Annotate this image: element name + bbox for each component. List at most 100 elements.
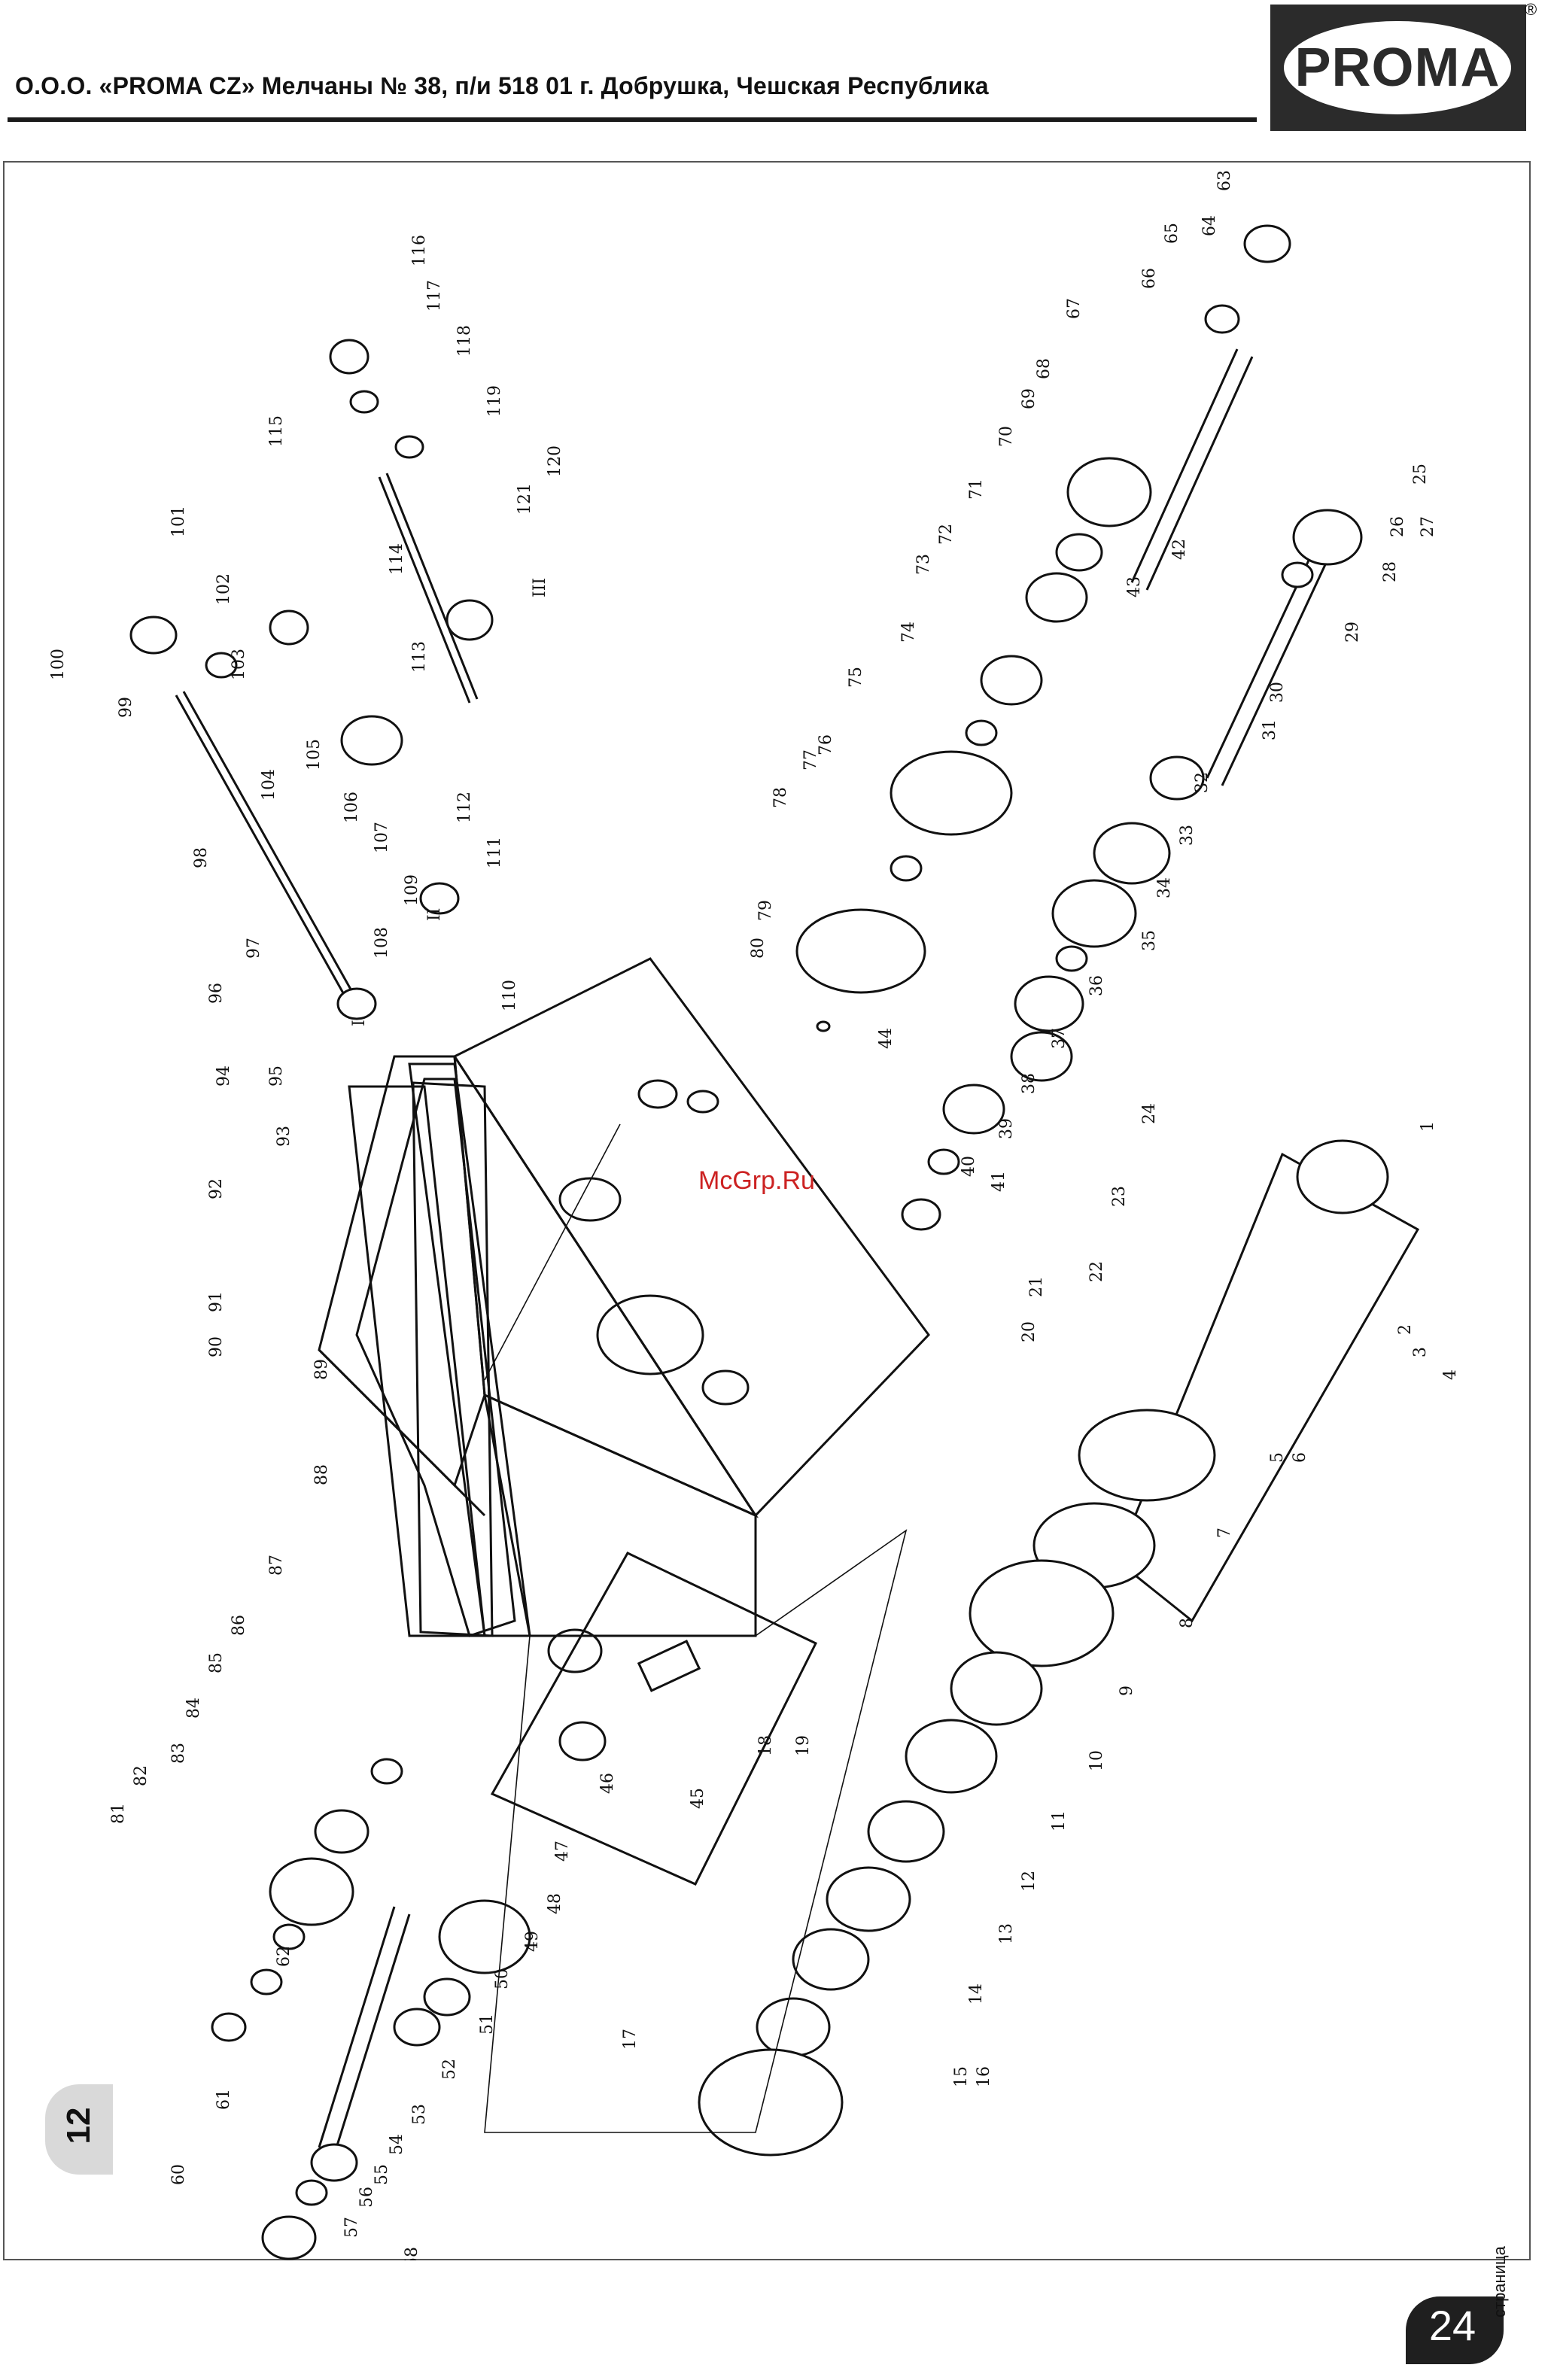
part-label: 35 (1140, 930, 1159, 951)
part-label: 48 (546, 1893, 564, 1914)
part-label: 115 (267, 415, 286, 447)
part-label: 112 (455, 792, 474, 823)
part-label: 116 (410, 235, 429, 266)
part-label: 95 (267, 1065, 286, 1087)
part-label: 91 (207, 1291, 226, 1312)
part-label: 78 (771, 787, 790, 808)
part-label: 82 (132, 1765, 151, 1786)
shaft-marker: III (531, 578, 549, 597)
part-label: 86 (230, 1615, 248, 1636)
part-label: 80 (749, 938, 768, 959)
part-label: 97 (245, 938, 263, 959)
part-label: 9 (1118, 1685, 1136, 1696)
part-label: 64 (1200, 215, 1219, 236)
proma-logo-ellipse: PROMA (1284, 21, 1511, 114)
page-word: страница (1490, 2246, 1509, 2318)
part-label: 25 (1411, 464, 1430, 485)
part-label: 32 (1193, 772, 1212, 793)
part-label: 104 (260, 769, 278, 801)
part-label: 24 (1140, 1103, 1159, 1124)
part-label: 81 (109, 1803, 128, 1824)
middle-shaft-assembly (901, 509, 1363, 1231)
part-label: 87 (267, 1555, 286, 1576)
part-label: 55 (373, 2164, 391, 2185)
part-label: 42 (1170, 539, 1189, 560)
part-label: 69 (1020, 388, 1039, 409)
part-label: 46 (598, 1773, 617, 1794)
part-label: 18 (756, 1735, 775, 1756)
part-label: 4 (1441, 1369, 1460, 1380)
part-label: 6 (1291, 1452, 1309, 1463)
shaft-marker: II (425, 908, 444, 921)
part-label: 26 (1388, 516, 1407, 537)
part-label: 13 (997, 1923, 1016, 1944)
part-label: 73 (914, 554, 933, 575)
part-label: 50 (493, 1968, 512, 1989)
part-label: 39 (997, 1118, 1016, 1139)
part-label: 94 (214, 1065, 233, 1087)
part-label: 119 (485, 385, 504, 417)
part-label: 106 (342, 792, 361, 823)
part-label: 37 (1050, 1028, 1069, 1049)
part-label: 92 (207, 1178, 226, 1199)
part-label: 120 (546, 445, 564, 477)
shift-lever-assembly (129, 339, 494, 1020)
part-label: 101 (169, 506, 188, 537)
part-label: 53 (410, 2104, 429, 2125)
part-label: 49 (523, 1931, 542, 1952)
part-label: 107 (373, 822, 391, 853)
part-label: 118 (455, 325, 474, 357)
part-label: 76 (817, 734, 835, 755)
side-tab-number: 12 (60, 2107, 97, 2144)
part-label: 108 (373, 927, 391, 959)
part-label: 14 (967, 1983, 986, 2005)
part-label: 52 (440, 2059, 459, 2080)
main-spindle-assembly (698, 1139, 1420, 2157)
part-label: 110 (500, 980, 519, 1011)
part-label: 67 (1065, 298, 1084, 319)
part-label: 121 (515, 483, 534, 515)
part-label: 51 (478, 2014, 497, 2035)
part-label: 54 (388, 2134, 406, 2155)
part-label: 29 (1343, 622, 1362, 643)
part-label: 98 (192, 847, 211, 868)
part-label: 61 (214, 2089, 233, 2110)
side-tab (45, 2084, 113, 2175)
part-label: 15 (952, 2066, 971, 2087)
part-label: 8 (1178, 1618, 1197, 1628)
part-label: 113 (410, 641, 429, 673)
part-label: 74 (899, 622, 918, 643)
part-label: 22 (1087, 1261, 1106, 1282)
part-label: 77 (801, 749, 820, 771)
part-label: 100 (49, 649, 68, 680)
part-label: 1 (1419, 1121, 1437, 1132)
watermark: McGrp.Ru (698, 1166, 815, 1195)
registered-mark: ® (1525, 0, 1537, 19)
part-label: 34 (1155, 877, 1174, 898)
part-label: 57 (342, 2217, 361, 2238)
part-label: 93 (275, 1126, 293, 1147)
lower-left-shaft-assembly (211, 1758, 531, 2260)
part-label: 62 (275, 1946, 293, 1967)
part-label: 96 (207, 983, 226, 1004)
part-label: 109 (403, 874, 421, 906)
part-label: 99 (117, 697, 135, 718)
part-label: 68 (1035, 358, 1054, 379)
part-label: 89 (312, 1359, 331, 1380)
part-label: 114 (388, 543, 406, 575)
diagram-frame (3, 161, 1531, 2260)
part-label: 83 (169, 1743, 188, 1764)
gasket-frame (348, 1081, 494, 1637)
part-label: 5 (1268, 1452, 1287, 1463)
part-label: 23 (1110, 1186, 1129, 1207)
part-label: 41 (990, 1171, 1008, 1192)
part-label: 47 (553, 1840, 572, 1862)
part-label: 21 (1027, 1276, 1046, 1297)
part-label: 63 (1215, 170, 1234, 191)
part-label: 85 (207, 1652, 226, 1673)
part-label: 20 (1020, 1321, 1039, 1342)
part-label: 12 (1020, 1871, 1039, 1892)
part-label: 75 (847, 667, 865, 688)
part-label: 103 (230, 649, 248, 680)
